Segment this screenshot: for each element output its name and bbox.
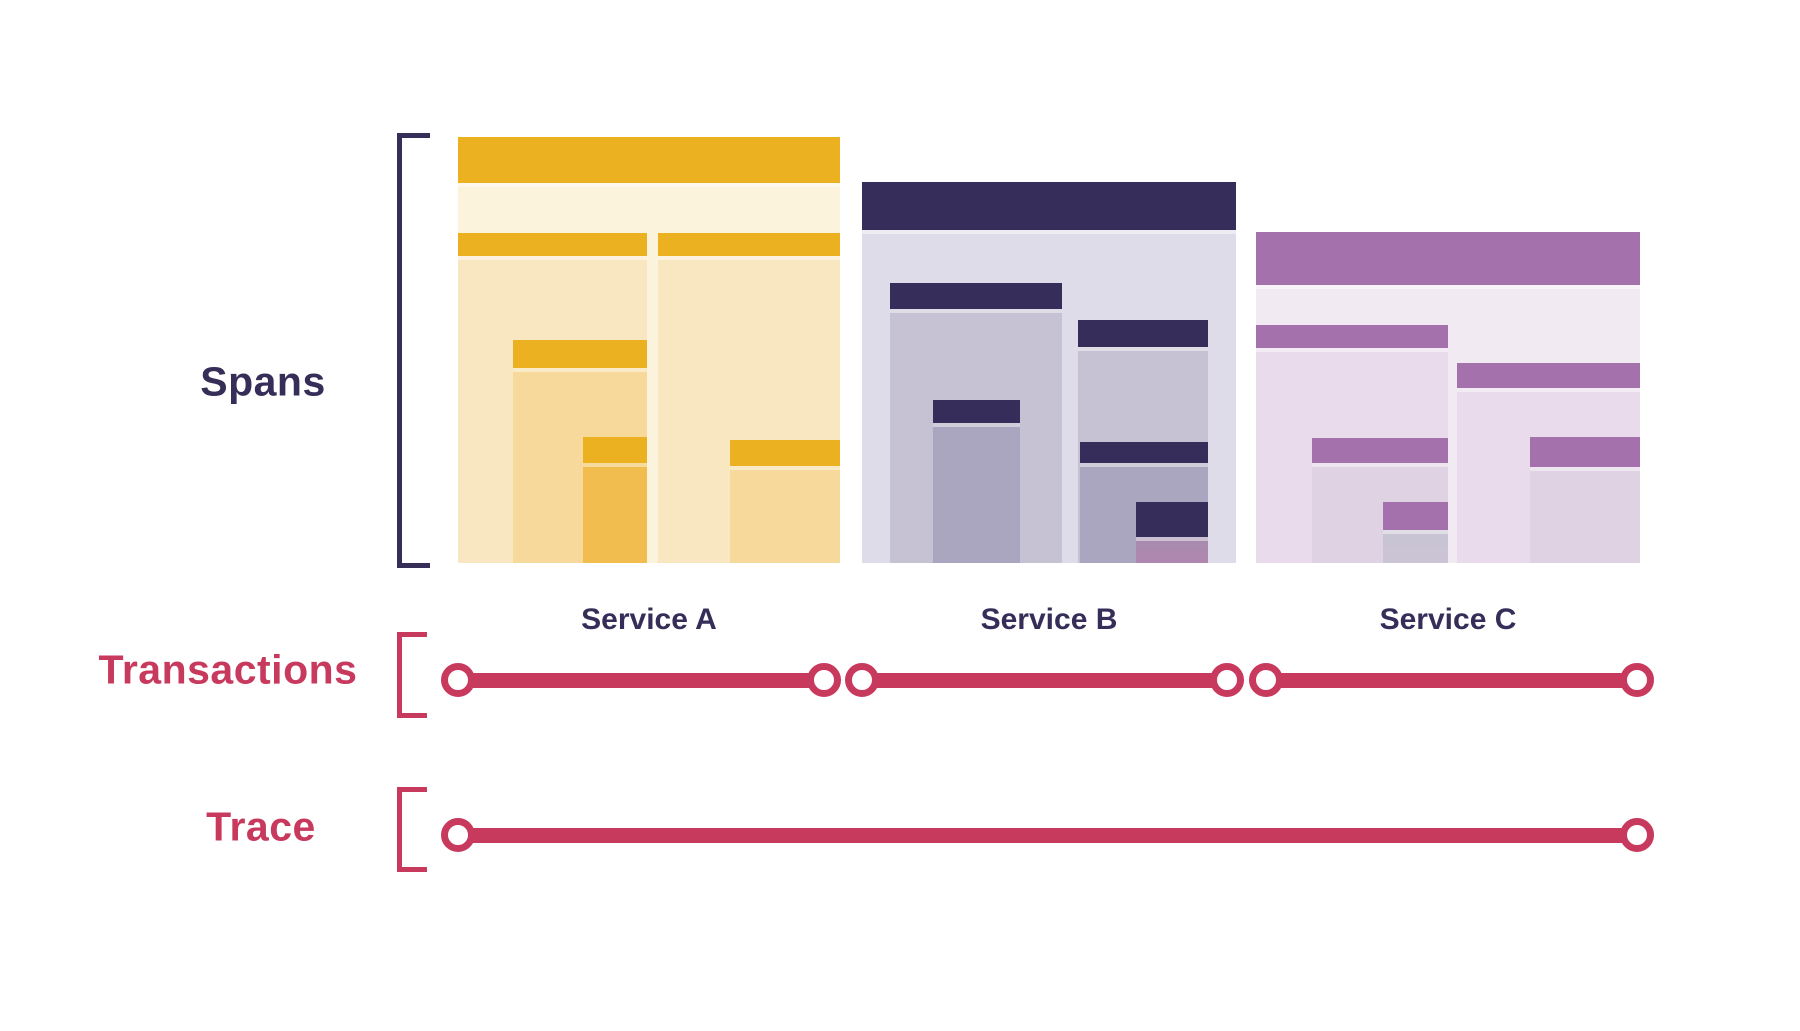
spans-bracket — [397, 133, 430, 568]
span-header-bar — [1256, 232, 1640, 285]
span-header-bar — [458, 137, 840, 183]
span-header-bar — [1457, 363, 1640, 388]
span-block — [933, 400, 1020, 563]
span-header-bar — [1080, 442, 1208, 463]
transaction-line — [862, 672, 1227, 688]
spans-label: Spans — [200, 358, 326, 405]
trace-endpoint — [1620, 818, 1654, 852]
span-header-bar — [1256, 325, 1448, 348]
span-header-bar — [1312, 438, 1448, 463]
span-header-bar — [1530, 437, 1640, 467]
service-a-label: Service A — [581, 603, 717, 636]
service-b-label: Service B — [980, 603, 1118, 636]
transactions-label: Transactions — [98, 646, 358, 693]
transaction-endpoint — [1210, 663, 1244, 697]
span-header-bar — [1136, 502, 1208, 537]
trace-endpoint — [441, 818, 475, 852]
span-header-bar — [730, 440, 840, 466]
trace-line — [458, 827, 1637, 843]
span-header-bar — [513, 340, 647, 368]
trace-bracket — [397, 787, 427, 872]
transaction-endpoint — [845, 663, 879, 697]
span-header-bar — [1078, 320, 1208, 347]
span-header-bar — [862, 182, 1236, 230]
transaction-endpoint — [1249, 663, 1283, 697]
span-header-bar — [583, 437, 647, 463]
transaction-endpoint — [441, 663, 475, 697]
span-header-bar — [1383, 502, 1448, 530]
transaction-endpoint — [807, 663, 841, 697]
service-c-label: Service C — [1379, 603, 1517, 636]
span-header-bar — [458, 233, 647, 256]
transactions-bracket — [397, 632, 427, 718]
transaction-line — [458, 672, 824, 688]
span-header-bar — [658, 233, 840, 256]
span-header-bar — [933, 400, 1020, 423]
transaction-line — [1266, 672, 1637, 688]
span-header-bar — [890, 283, 1062, 309]
trace-label: Trace — [206, 803, 316, 850]
transaction-endpoint — [1620, 663, 1654, 697]
